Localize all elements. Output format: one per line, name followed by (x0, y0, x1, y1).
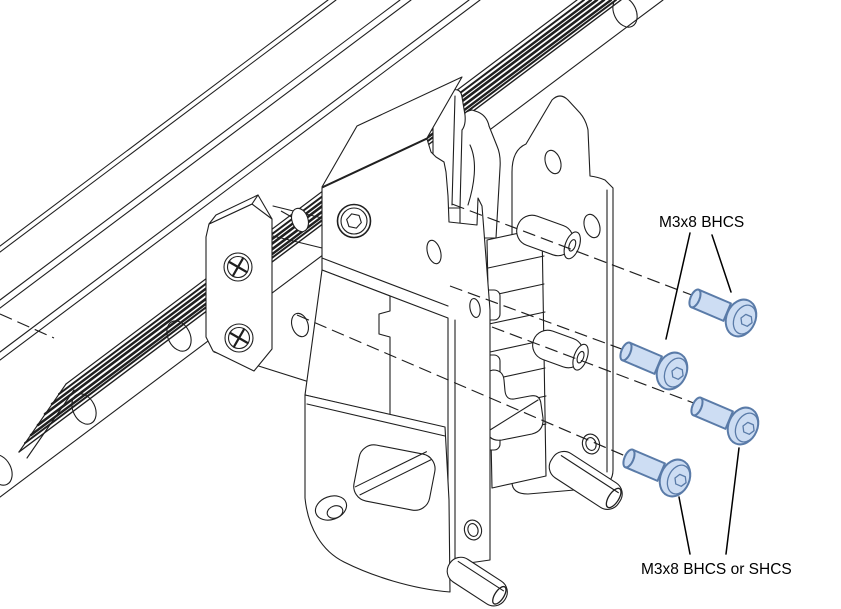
rail-clamp-plate (213, 205, 323, 387)
rail-hole (612, 0, 638, 28)
front-mount-bracket (304, 76, 508, 607)
top-callout-label: M3x8 BHCS (659, 214, 744, 231)
front-foot-hole (463, 519, 483, 541)
phillips-screw-1 (223, 252, 253, 282)
spacer-front-face (205, 203, 273, 372)
leader-line (665, 232, 691, 340)
bracket-mid-face (304, 269, 391, 416)
top-callout-group: M3x8 BHCS (659, 214, 744, 340)
rail-hole (0, 454, 13, 486)
rail-top-edges (0, 0, 481, 361)
rear-plate-hole (544, 149, 562, 175)
column-oval-hole (469, 298, 481, 318)
screw-axis-lines (296, 203, 700, 459)
countersink-hole (314, 495, 348, 521)
bhcs-screw-4 (616, 438, 697, 503)
rail-end-face (18, 383, 75, 459)
bracket-lower-plate (304, 394, 451, 593)
phillips-screw-2 (224, 323, 254, 353)
rail-hole (71, 393, 97, 425)
dowel-boss-lower (532, 329, 589, 371)
square-pocket (353, 444, 436, 511)
bhcs-screw-3 (684, 386, 765, 451)
leader-line (725, 447, 740, 555)
rail-mounting-holes (0, 0, 638, 486)
clamp-plate-hole (290, 312, 310, 338)
rear-plate-foot (548, 450, 623, 510)
front-bracket-foot (446, 556, 508, 607)
bracket-oval-hole (426, 239, 442, 265)
axis-line-1 (451, 203, 698, 298)
rail-spacer-block (205, 194, 273, 372)
axis-line-2 (449, 285, 628, 352)
socket-screw (336, 203, 372, 239)
bottom-callout-group: M3x8 BHCS or SHCS (641, 447, 792, 578)
dowel-boss-upper (516, 214, 581, 260)
axis-line-4 (296, 314, 631, 459)
bracket-top-face (321, 76, 463, 188)
bottom-callout-label: M3x8 BHCS or SHCS (641, 561, 792, 578)
rear-plate-hole (583, 213, 601, 239)
bhcs-screw-1 (682, 278, 763, 343)
bhcs-screw-2 (613, 331, 694, 396)
rail-hole (166, 320, 192, 352)
clamp-plate-hole (290, 207, 310, 233)
leader-line (678, 496, 691, 555)
leader-line (711, 234, 732, 293)
